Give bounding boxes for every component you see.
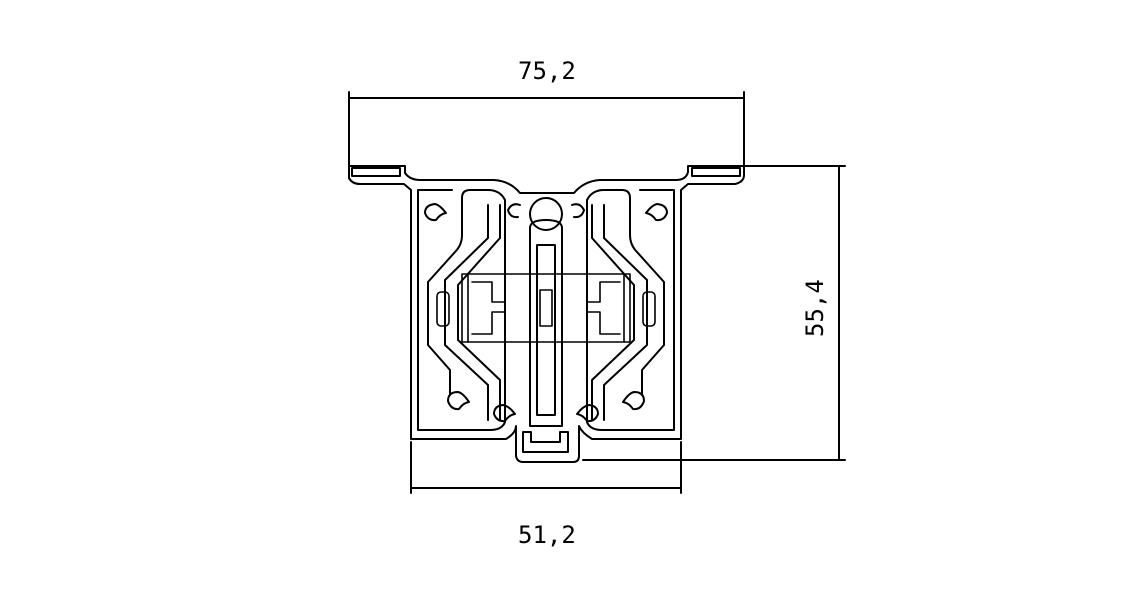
flange-left [351, 167, 401, 177]
left-chamber [417, 189, 506, 431]
central-web [529, 219, 563, 427]
central-circle [529, 197, 563, 231]
flange-right [691, 167, 741, 177]
dimension-right-label: 55,4 [801, 279, 829, 337]
dimension-right [582, 165, 846, 461]
left-arm [444, 204, 501, 421]
inner-gasket [436, 273, 656, 343]
screw-channels [424, 203, 668, 423]
right-chamber [586, 189, 675, 431]
bottom-slot [522, 431, 569, 453]
dimension-bottom [410, 441, 682, 494]
dimension-top [348, 91, 745, 166]
dimension-bottom-label: 51,2 [518, 521, 576, 549]
right-arm [591, 204, 648, 421]
dimension-top-label: 75,2 [518, 57, 576, 85]
profile-outline [348, 165, 745, 463]
